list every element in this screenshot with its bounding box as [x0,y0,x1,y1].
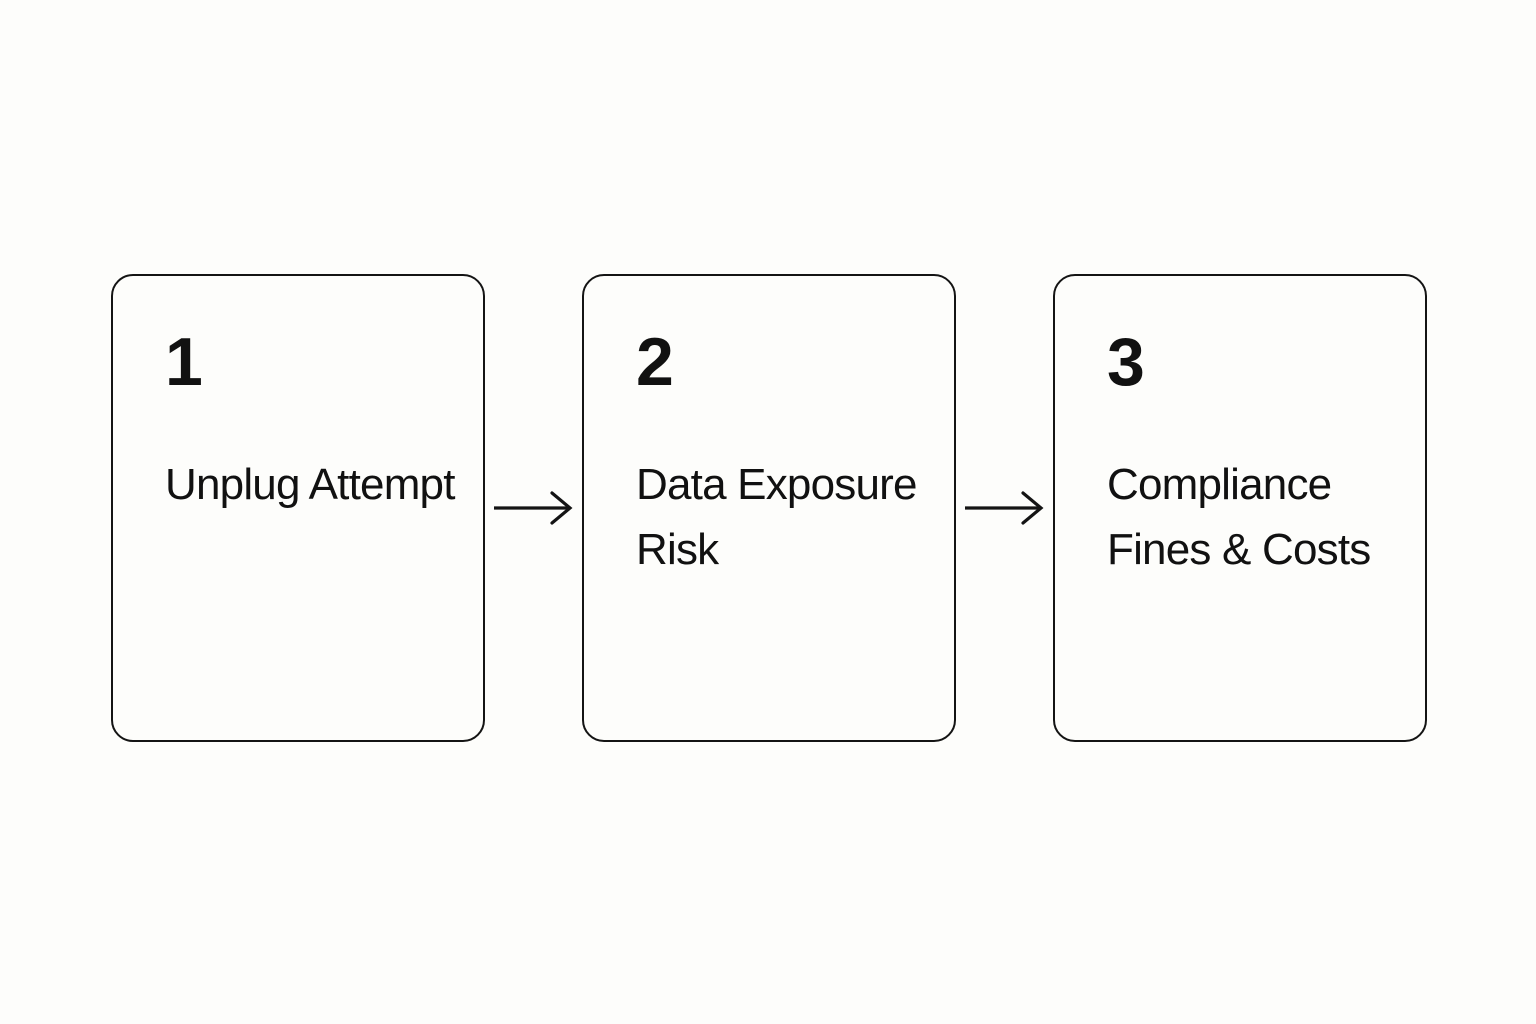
connector-1-to-2 [486,274,582,742]
step-card-3[interactable]: 3 Compliance Fines & Costs [1053,274,1427,742]
step-number: 2 [636,324,674,400]
step-label: Compliance Fines & Costs [1107,460,1371,574]
arrow-right-icon [964,491,1043,525]
flow-row: 1 Unplug Attempt 2 Data Exposure Risk 3 … [111,274,1427,742]
step-number: 1 [165,324,203,400]
step-card-2[interactable]: 2 Data Exposure Risk [582,274,956,742]
connector-2-to-3 [957,274,1053,742]
step-card-1[interactable]: 1 Unplug Attempt [111,274,485,742]
step-label: Data Exposure Risk [636,460,917,574]
step-number: 3 [1107,324,1145,400]
arrow-right-icon [493,491,572,525]
step-label: Unplug Attempt [165,460,455,509]
